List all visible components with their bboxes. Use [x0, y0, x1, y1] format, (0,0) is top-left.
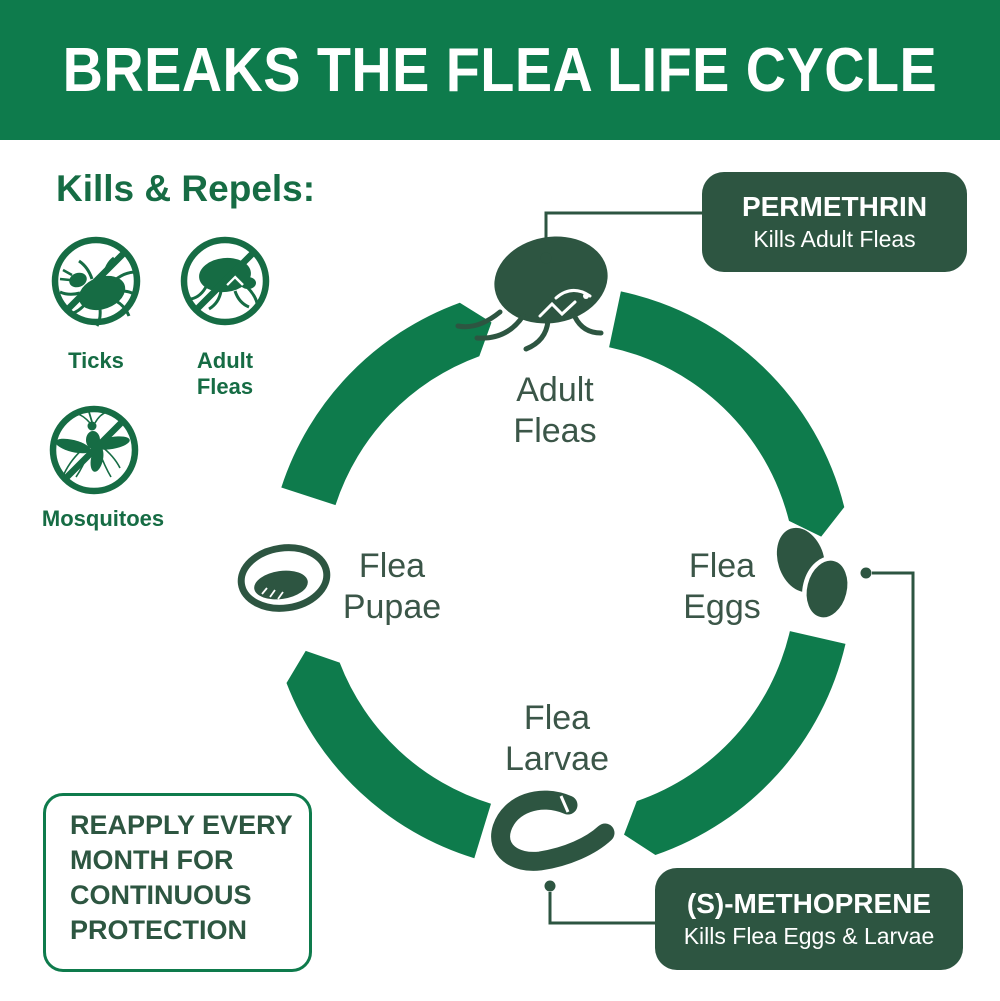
flea-icon	[455, 236, 608, 352]
mosquito-no-icon	[49, 405, 139, 495]
permethrin-title: PERMETHRIN	[741, 191, 928, 222]
permethrin-subtitle: Kills Adult Fleas	[753, 226, 916, 252]
arc-pupae-to-adultfleas	[281, 302, 492, 506]
permethrin-connector-line	[544, 211, 702, 251]
pupa-icon	[237, 544, 331, 612]
adult-fleas-label: Adult Fleas	[196, 348, 254, 399]
connector-dots	[540, 252, 872, 892]
larva-connector-dot	[544, 880, 556, 892]
methoprene-subtitle: Kills Flea Eggs & Larvae	[683, 923, 935, 949]
methoprene-title: (S)-METHOPRENE	[686, 888, 932, 919]
banner: BREAKS THE FLEA LIFE CYCLE	[0, 0, 1000, 140]
reapply-note: REAPPLY EVERY MONTH FOR CONTINUOUS PROTE…	[43, 793, 312, 972]
eggs-connector-dot	[860, 567, 872, 579]
banner-title: BREAKS THE FLEA LIFE CYCLE	[62, 35, 938, 105]
flea-no-icon	[180, 236, 270, 326]
ticks-label: Ticks	[68, 348, 124, 373]
methoprene-callout: (S)-METHOPRENE Kills Flea Eggs & Larvae	[655, 868, 963, 970]
stage-label-adult-fleas: Adult Fleas	[513, 371, 597, 450]
stage-label-flea-pupae: Flea Pupae	[342, 547, 442, 626]
permethrin-callout: PERMETHRIN Kills Adult Fleas	[702, 172, 967, 272]
callout-connectors	[544, 211, 915, 925]
kills-repels-heading: Kills & Repels:	[56, 168, 316, 209]
larva-icon	[491, 790, 615, 871]
arc-adultfleas-to-eggs	[609, 291, 845, 537]
stage-label-flea-eggs: Flea Eggs	[683, 547, 761, 626]
eggs-icon	[776, 527, 852, 622]
methoprene-connector-line-eggs	[872, 571, 915, 868]
arc-larvae-to-pupae	[286, 650, 491, 859]
permethrin-connector-dot	[540, 252, 552, 264]
mosquitoes-label: Mosquitoes	[41, 506, 165, 531]
cycle-arcs	[281, 291, 846, 859]
tick-no-icon	[51, 236, 141, 327]
arc-eggs-to-larvae	[624, 631, 846, 855]
stage-label-flea-larvae: Flea Larvae	[505, 699, 609, 778]
methoprene-connector-line-larva	[548, 892, 655, 925]
